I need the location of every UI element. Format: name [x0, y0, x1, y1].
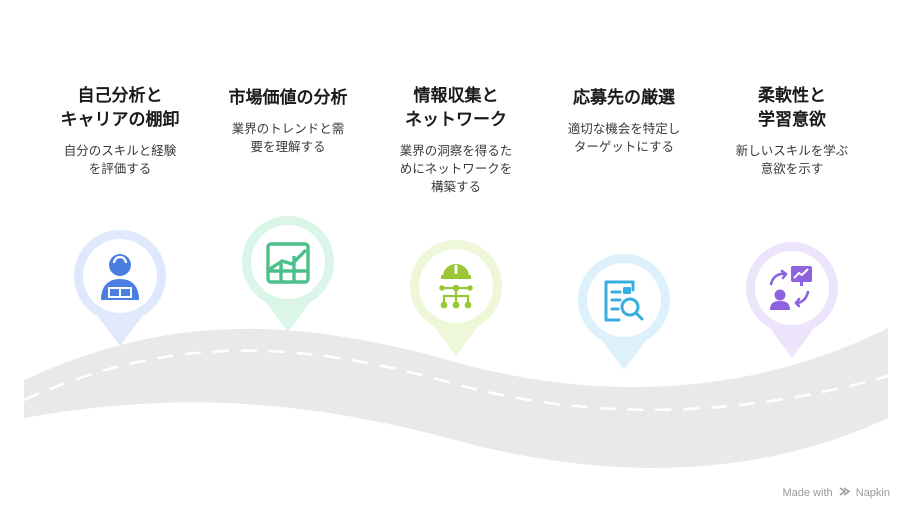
- step-5: 柔軟性と 学習意欲 新しいスキルを学ぶ 意欲を示す: [708, 84, 876, 178]
- document-search-icon: [604, 280, 644, 322]
- road-center-dashes: [23, 349, 889, 412]
- step-4: 応募先の厳選 適切な機会を特定し ターゲットにする: [540, 86, 708, 156]
- step-2-pin: [240, 214, 336, 342]
- step-1-pin: [72, 228, 168, 356]
- step-3-title: 情報収集と ネットワーク: [405, 86, 507, 130]
- step-1-title: 自己分析と キャリアの棚卸: [60, 86, 180, 130]
- step-4-pin: [576, 252, 672, 380]
- step-4-description: 適切な機会を特定し ターゲットにする: [567, 121, 681, 154]
- napkin-brand-label: Napkin: [855, 487, 890, 499]
- step-5-description: 新しいスキルを学ぶ 意欲を示す: [735, 143, 849, 176]
- step-2-title: 市場価値の分析: [228, 88, 348, 108]
- step-5-title: 柔軟性と 学習意欲: [758, 86, 826, 130]
- step-1: 自己分析と キャリアの棚卸 自分のスキルと経験 を評価する: [36, 84, 204, 178]
- growth-chart-icon: [266, 242, 310, 284]
- made-with-napkin-footer[interactable]: Made with Napkin: [782, 485, 890, 499]
- step-2-description: 業界のトレンドと需 要を理解する: [231, 121, 345, 154]
- step-3-pin: [408, 238, 504, 366]
- made-with-label: Made with: [782, 487, 833, 499]
- step-5-pin: [744, 240, 840, 368]
- napkin-logo-icon: [839, 486, 850, 500]
- step-2: 市場価値の分析 業界のトレンドと需 要を理解する: [204, 86, 372, 156]
- hardhat-network-icon: [439, 264, 473, 309]
- learning-presentation-icon: [769, 266, 812, 310]
- step-3-description: 業界の洞察を得るた めにネットワークを 構築する: [399, 143, 513, 194]
- step-1-description: 自分のスキルと経験 を評価する: [63, 143, 177, 176]
- road-surface: [24, 328, 888, 468]
- step-4-title: 応募先の厳選: [573, 88, 675, 108]
- step-3: 情報収集と ネットワーク 業界の洞察を得るた めにネットワークを 構築する: [372, 84, 540, 196]
- worker-icon: [101, 254, 139, 300]
